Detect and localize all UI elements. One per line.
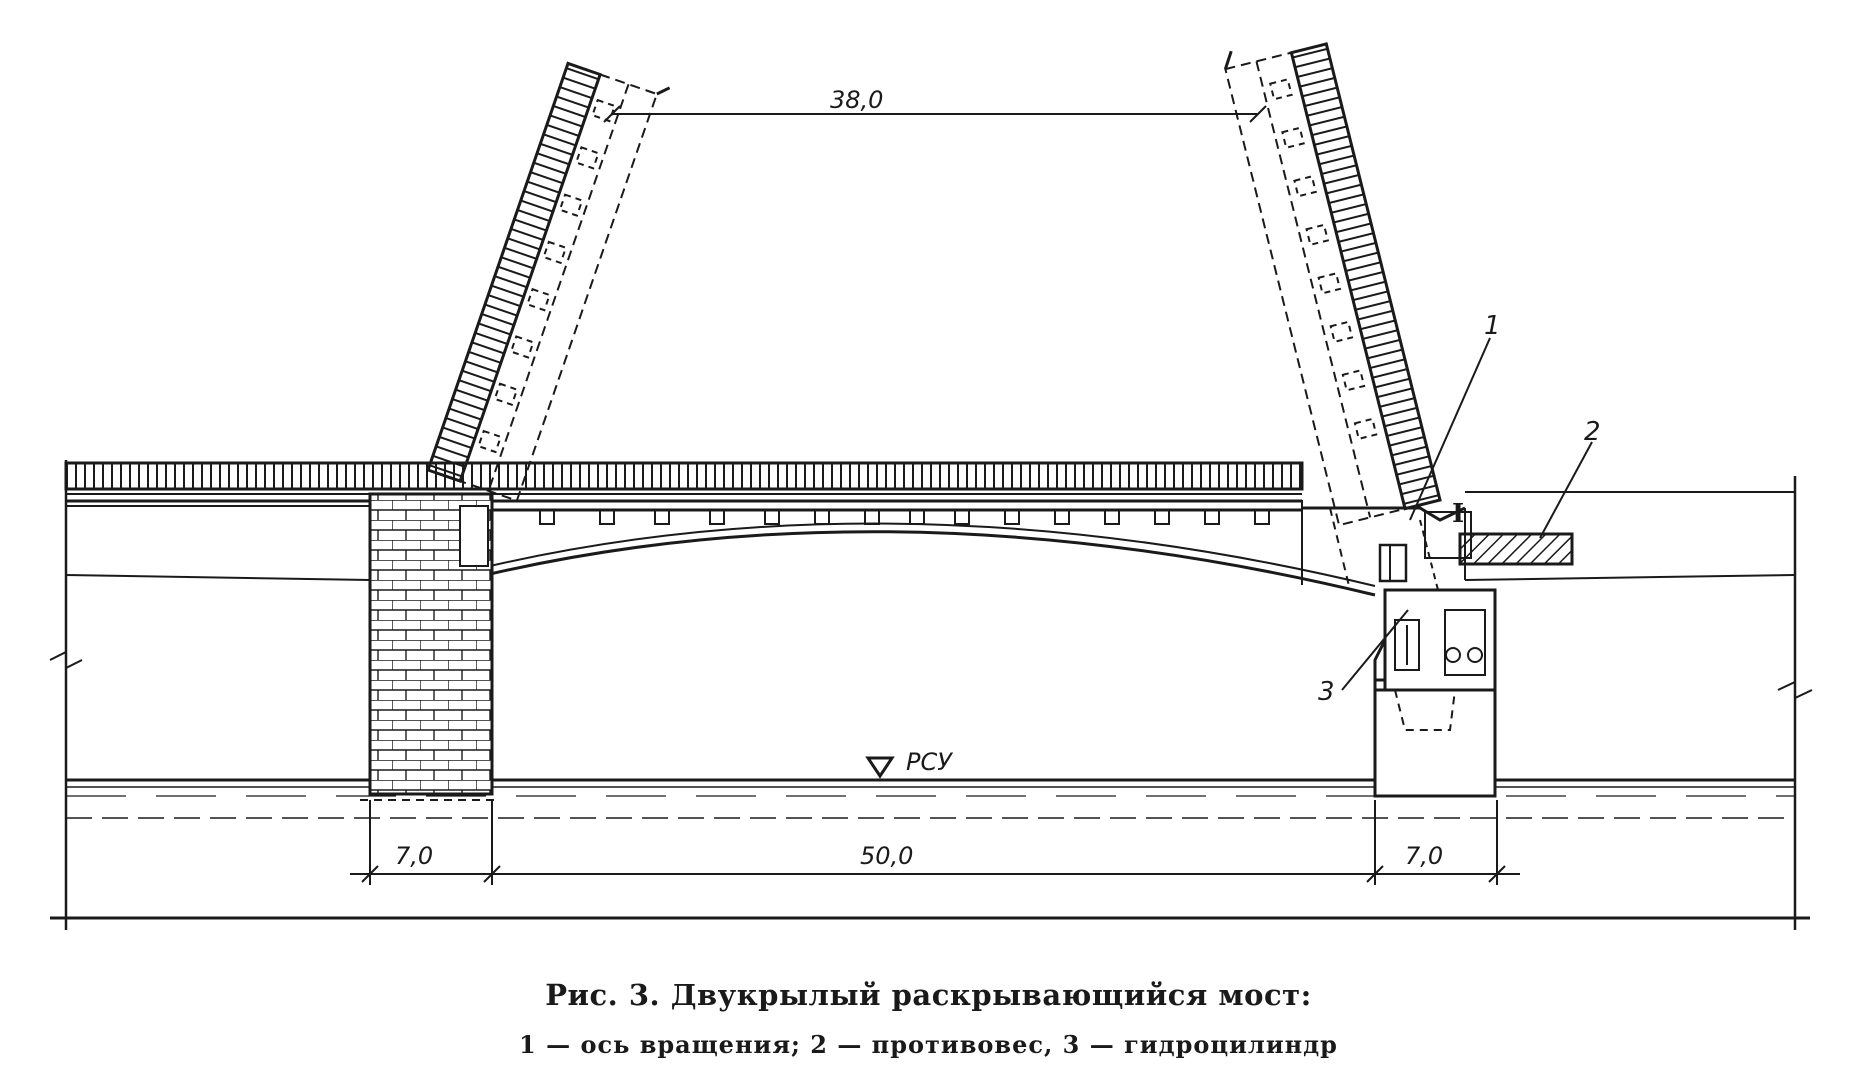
bridge-deck [64, 461, 1304, 507]
dimension-pier-right-label: 7,0 [1405, 842, 1443, 870]
left-pier [360, 492, 500, 801]
callout-leaders [1341, 337, 1593, 691]
dimension-gap [603, 105, 1267, 123]
dimension-chain [350, 800, 1520, 885]
dimension-gap-label: 38,0 [830, 86, 883, 114]
water-level-marker [865, 756, 895, 779]
left-raised-leaf [426, 61, 671, 502]
water-level-label: РСУ [906, 748, 953, 776]
right-pier [1302, 506, 1497, 798]
callout-counterweight: 2 [1584, 417, 1601, 447]
bridge-drawing: I РСУ 38,0 7,0 50,0 7,0 1 [49, 42, 1813, 930]
embankment-lines [49, 460, 1813, 930]
callout-axis: 1 [1484, 311, 1501, 341]
dimension-pier-left-label: 7,0 [395, 842, 433, 870]
main-span [489, 500, 1376, 597]
right-raised-leaf [1223, 42, 1442, 527]
water-surface [66, 778, 1795, 819]
section-mark: I [1452, 499, 1464, 529]
dimension-main-span-label: 50,0 [860, 842, 913, 870]
figure-caption-legend: 1 — ось вращения; 2 — противовес, 3 — ги… [519, 1030, 1338, 1059]
callout-cylinder: 3 [1318, 677, 1335, 707]
counterweight [1458, 532, 1574, 566]
figure-caption-title: Рис. 3. Двукрылый раскрывающийся мост: [545, 978, 1312, 1012]
